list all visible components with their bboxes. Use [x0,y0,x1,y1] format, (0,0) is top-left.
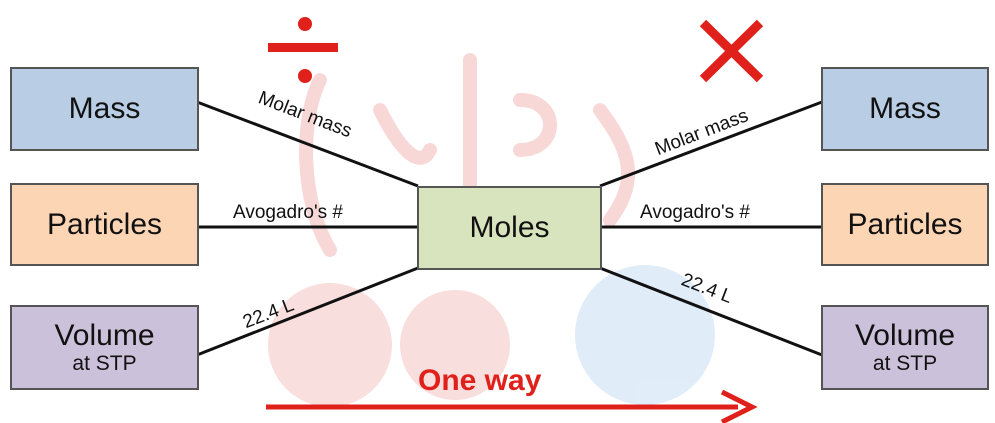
left-mass-label: Mass [68,92,141,125]
line-left-volume [196,266,419,357]
right-mass-label: Mass [869,92,941,125]
divide-icon [268,17,338,83]
one-way-arrow [266,389,758,423]
line-left-mass [196,100,419,188]
right-volume-label: Volume [854,318,956,352]
left-particles-label: Particles [46,207,163,241]
left-volume-label: Volume [54,318,155,352]
right-particles-box: Particles [821,183,989,266]
multiply-icon [699,19,764,83]
left-volume-box: Volume at STP [10,305,199,390]
moles-label: Moles [469,211,550,244]
left-mass-box: Mass [10,67,199,151]
edge-label-right-particles: Avogadro's # [640,202,750,223]
right-volume-sublabel: at STP [872,351,938,375]
right-mass-box: Mass [821,67,989,151]
watermark-script [299,53,636,257]
edge-label-left-particles: Avogadro's # [233,202,343,223]
left-volume-sublabel: at STP [72,351,137,375]
moles-box: Moles [417,186,602,270]
right-volume-box: Volume at STP [821,305,989,390]
watermark-blob-center [400,290,510,400]
line-right-mass [599,100,823,188]
one-way-label: One way [418,364,542,397]
left-particles-box: Particles [10,183,199,266]
line-right-volume [599,266,823,357]
right-particles-label: Particles [847,207,963,241]
